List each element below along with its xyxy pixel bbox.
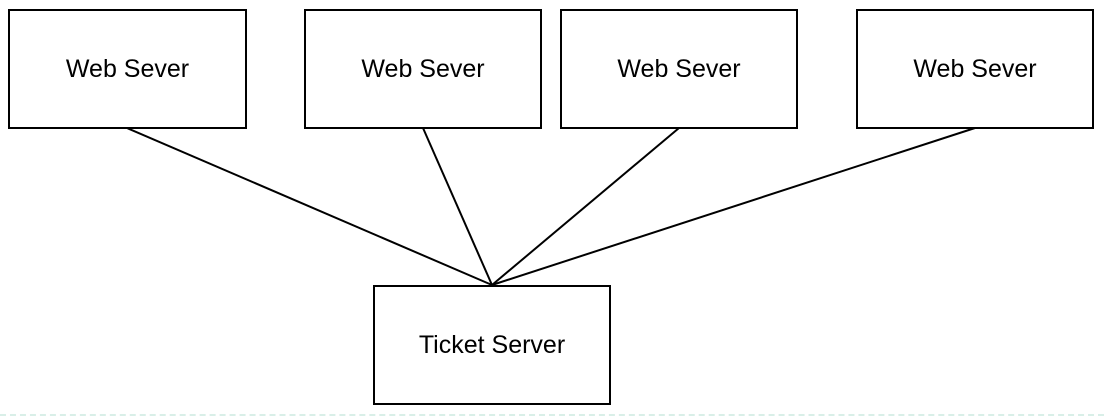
web-server-1-label: Web Sever (65, 54, 190, 83)
web-server-2: Web Sever (304, 9, 542, 129)
web-server-3-label: Web Sever (617, 54, 741, 83)
edge-web-server-1-to-ticket-server (126, 127, 493, 286)
web-server-2-label: Web Sever (361, 54, 485, 83)
web-server-4-label: Web Sever (913, 54, 1037, 83)
edge-web-server-3-to-ticket-server (491, 127, 680, 286)
edge-web-server-2-to-ticket-server (422, 127, 493, 286)
web-server-4: Web Sever (856, 9, 1094, 129)
ticket-server: Ticket Server (373, 285, 611, 405)
edge-web-server-4-to-ticket-server (491, 127, 976, 286)
ticket-server-label: Ticket Server (418, 330, 566, 359)
bottom-dashed-divider (0, 414, 1104, 416)
web-server-1: Web Sever (8, 9, 247, 129)
web-server-3: Web Sever (560, 9, 798, 129)
